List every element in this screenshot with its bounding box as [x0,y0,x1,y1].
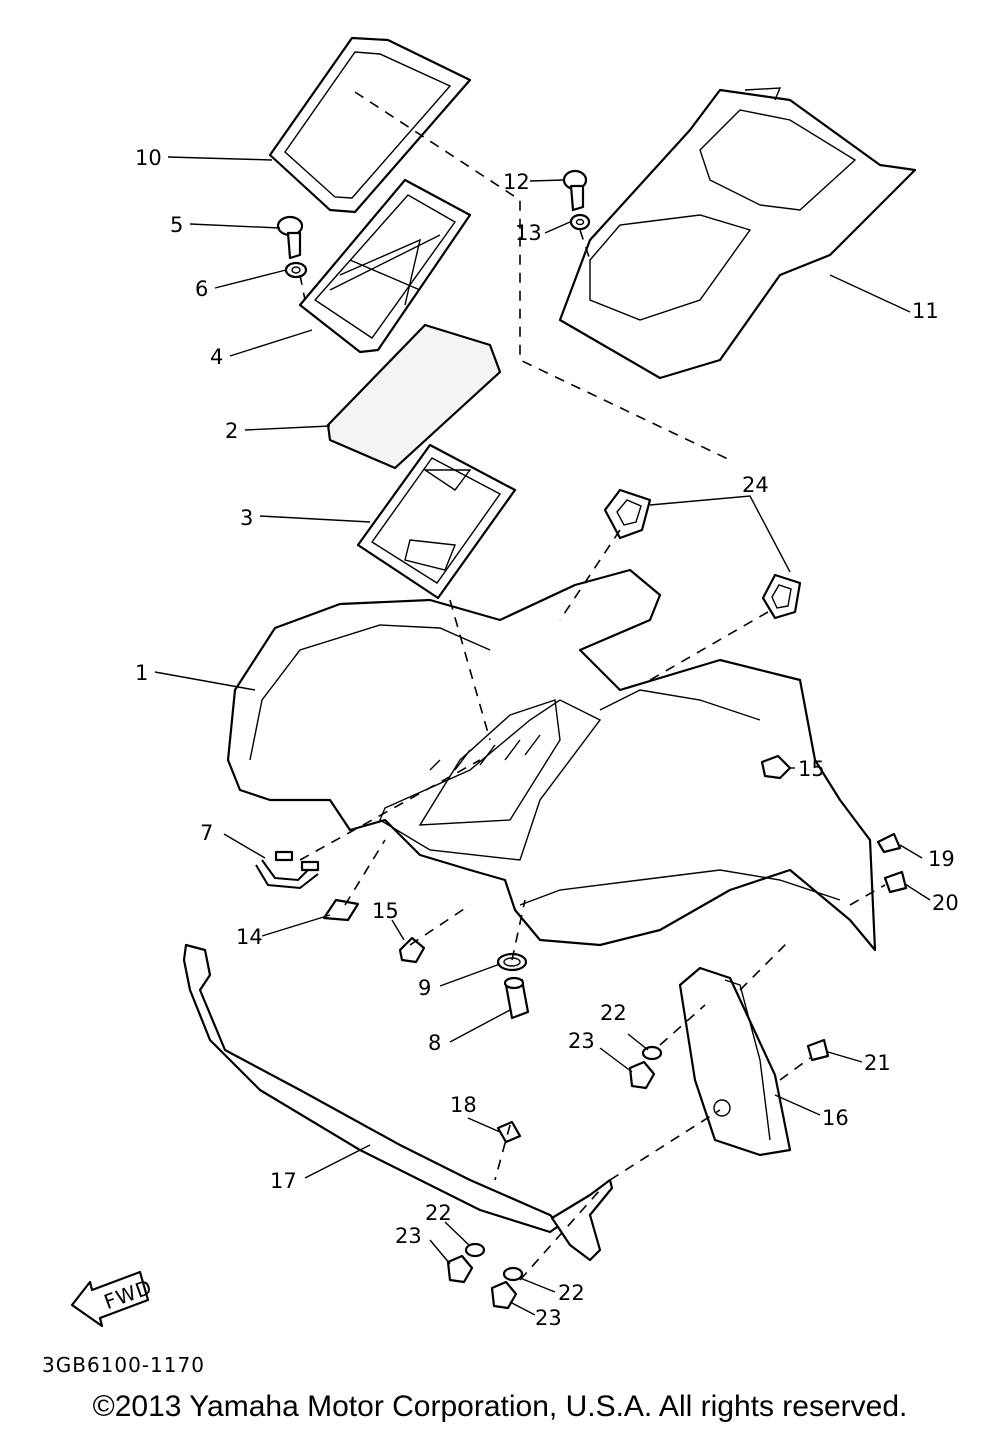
part-24-grommet-b [761,573,802,620]
part-10-seal [268,36,472,214]
part-22-washer-c [502,1266,524,1282]
callout-8: 8 [428,1031,441,1055]
callout-5: 5 [170,213,183,237]
part-21-bolt [806,1038,830,1062]
part-17-bar [182,943,614,1262]
callout-18: 18 [450,1093,477,1117]
part-23-nut-a [628,1060,656,1090]
callout-2: 2 [225,419,238,443]
callout-19: 19 [928,847,955,871]
part-12-bolt [562,169,588,212]
drawing-code: 3GB6100-1170 [42,1353,205,1377]
part-4-cage [298,178,472,354]
callout-24: 24 [742,473,769,497]
callout-3: 3 [240,506,253,530]
callout-20: 20 [932,891,959,915]
assembly-lines [299,91,886,1281]
part-2-pad [326,323,502,470]
callout-22a: 22 [600,1001,627,1025]
part-22-washer-b [464,1242,486,1258]
part-6-washer [284,261,308,279]
callout-21: 21 [864,1051,891,1075]
callout-6: 6 [195,277,208,301]
callout-12: 12 [503,170,530,194]
callout-10: 10 [135,146,162,170]
callout-15a: 15 [798,757,825,781]
callout-22c: 22 [558,1281,585,1305]
copyright-notice: ©2013 Yamaha Motor Corporation, U.S.A. A… [92,1390,908,1423]
callouts: 10 5 6 4 2 3 12 13 11 24 1 15 7 14 15 9 … [135,146,959,1330]
callout-7: 7 [200,821,213,845]
fwd-arrow-icon: FWD [70,1270,156,1328]
part-24-grommet-a [603,488,652,540]
callout-23a: 23 [568,1029,595,1053]
callout-4: 4 [210,345,223,369]
part-7-hose [255,850,320,890]
callout-23b: 23 [395,1224,422,1248]
callout-9: 9 [418,976,431,1000]
leader-lines [154,156,931,1316]
part-14-clip [322,898,360,922]
part-23-nut-b [446,1254,474,1284]
part-9-clamp [496,952,528,972]
part-13-washer [569,213,591,231]
part-11-cover [558,87,917,380]
callout-13: 13 [515,221,542,245]
callout-22b: 22 [425,1201,452,1225]
part-15-bolt-a [760,754,792,780]
part-16-flap [678,966,792,1157]
callout-16: 16 [822,1106,849,1130]
callout-15b: 15 [372,899,399,923]
part-15-bolt-b [398,936,426,964]
part-19-bolt [876,832,902,854]
part-3-mesh [356,443,517,600]
part-20-bolt [883,870,908,894]
callout-14: 14 [236,925,263,949]
callout-23c: 23 [535,1306,562,1330]
part-8-sleeve [503,976,530,1020]
part-23-nut-c [490,1280,518,1310]
part-18-bolt [496,1120,522,1144]
callout-17: 17 [270,1169,297,1193]
callout-1: 1 [135,661,148,685]
callout-11: 11 [912,299,939,323]
part-5-bolt [276,215,304,260]
